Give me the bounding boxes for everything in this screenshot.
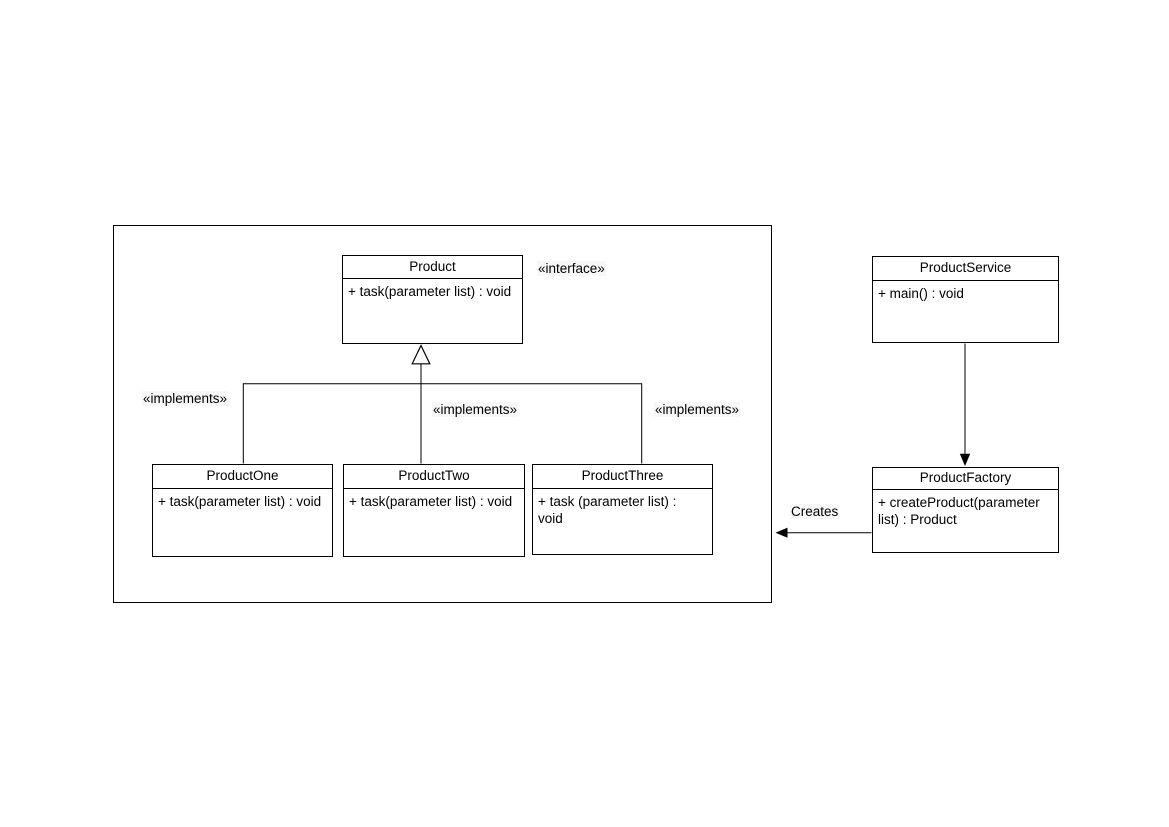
creates-label: Creates xyxy=(790,504,840,519)
class-attribute: + task(parameter list) : void xyxy=(349,494,513,509)
system-boundary-box xyxy=(113,225,772,603)
interface-stereotype-label: «interface» xyxy=(537,261,606,276)
class-box-product-one: ProductOne + task(parameter list) : void xyxy=(152,464,333,557)
class-title: ProductService xyxy=(873,257,1058,281)
implements-label-left: «implements» xyxy=(142,391,229,406)
implements-label-right: «implements» xyxy=(654,402,741,417)
class-title: ProductTwo xyxy=(344,465,524,489)
class-title: ProductFactory xyxy=(873,468,1058,490)
class-attribute: + task(parameter list) : void xyxy=(348,284,512,299)
filled-down-arrowhead-icon xyxy=(959,453,971,466)
class-box-product: Product + task(parameter list) : void xyxy=(342,255,523,344)
class-title: ProductThree xyxy=(533,465,712,489)
class-box-product-service: ProductService + main() : void xyxy=(872,256,1059,343)
class-attribute: list) : Product xyxy=(878,511,957,527)
class-title: ProductOne xyxy=(153,465,332,489)
class-attribute: + task (parameter list) : xyxy=(538,494,677,509)
class-attribute: void xyxy=(538,510,563,526)
creates-arrow-factory-to-boundary xyxy=(775,527,872,538)
filled-left-arrowhead-icon xyxy=(775,527,788,538)
class-box-product-three: ProductThree + task (parameter list) : v… xyxy=(532,464,713,555)
class-box-product-factory: ProductFactory + createProduct(parameter… xyxy=(872,467,1059,553)
class-attribute: + task(parameter list) : void xyxy=(158,494,322,509)
class-attribute: + createProduct(parameter xyxy=(878,495,1040,510)
association-service-to-factory xyxy=(959,343,971,466)
class-title: Product xyxy=(343,256,522,279)
class-box-product-two: ProductTwo + task(parameter list) : void xyxy=(343,464,525,557)
implements-label-middle: «implements» xyxy=(432,402,519,417)
class-attribute: + main() : void xyxy=(878,286,964,301)
